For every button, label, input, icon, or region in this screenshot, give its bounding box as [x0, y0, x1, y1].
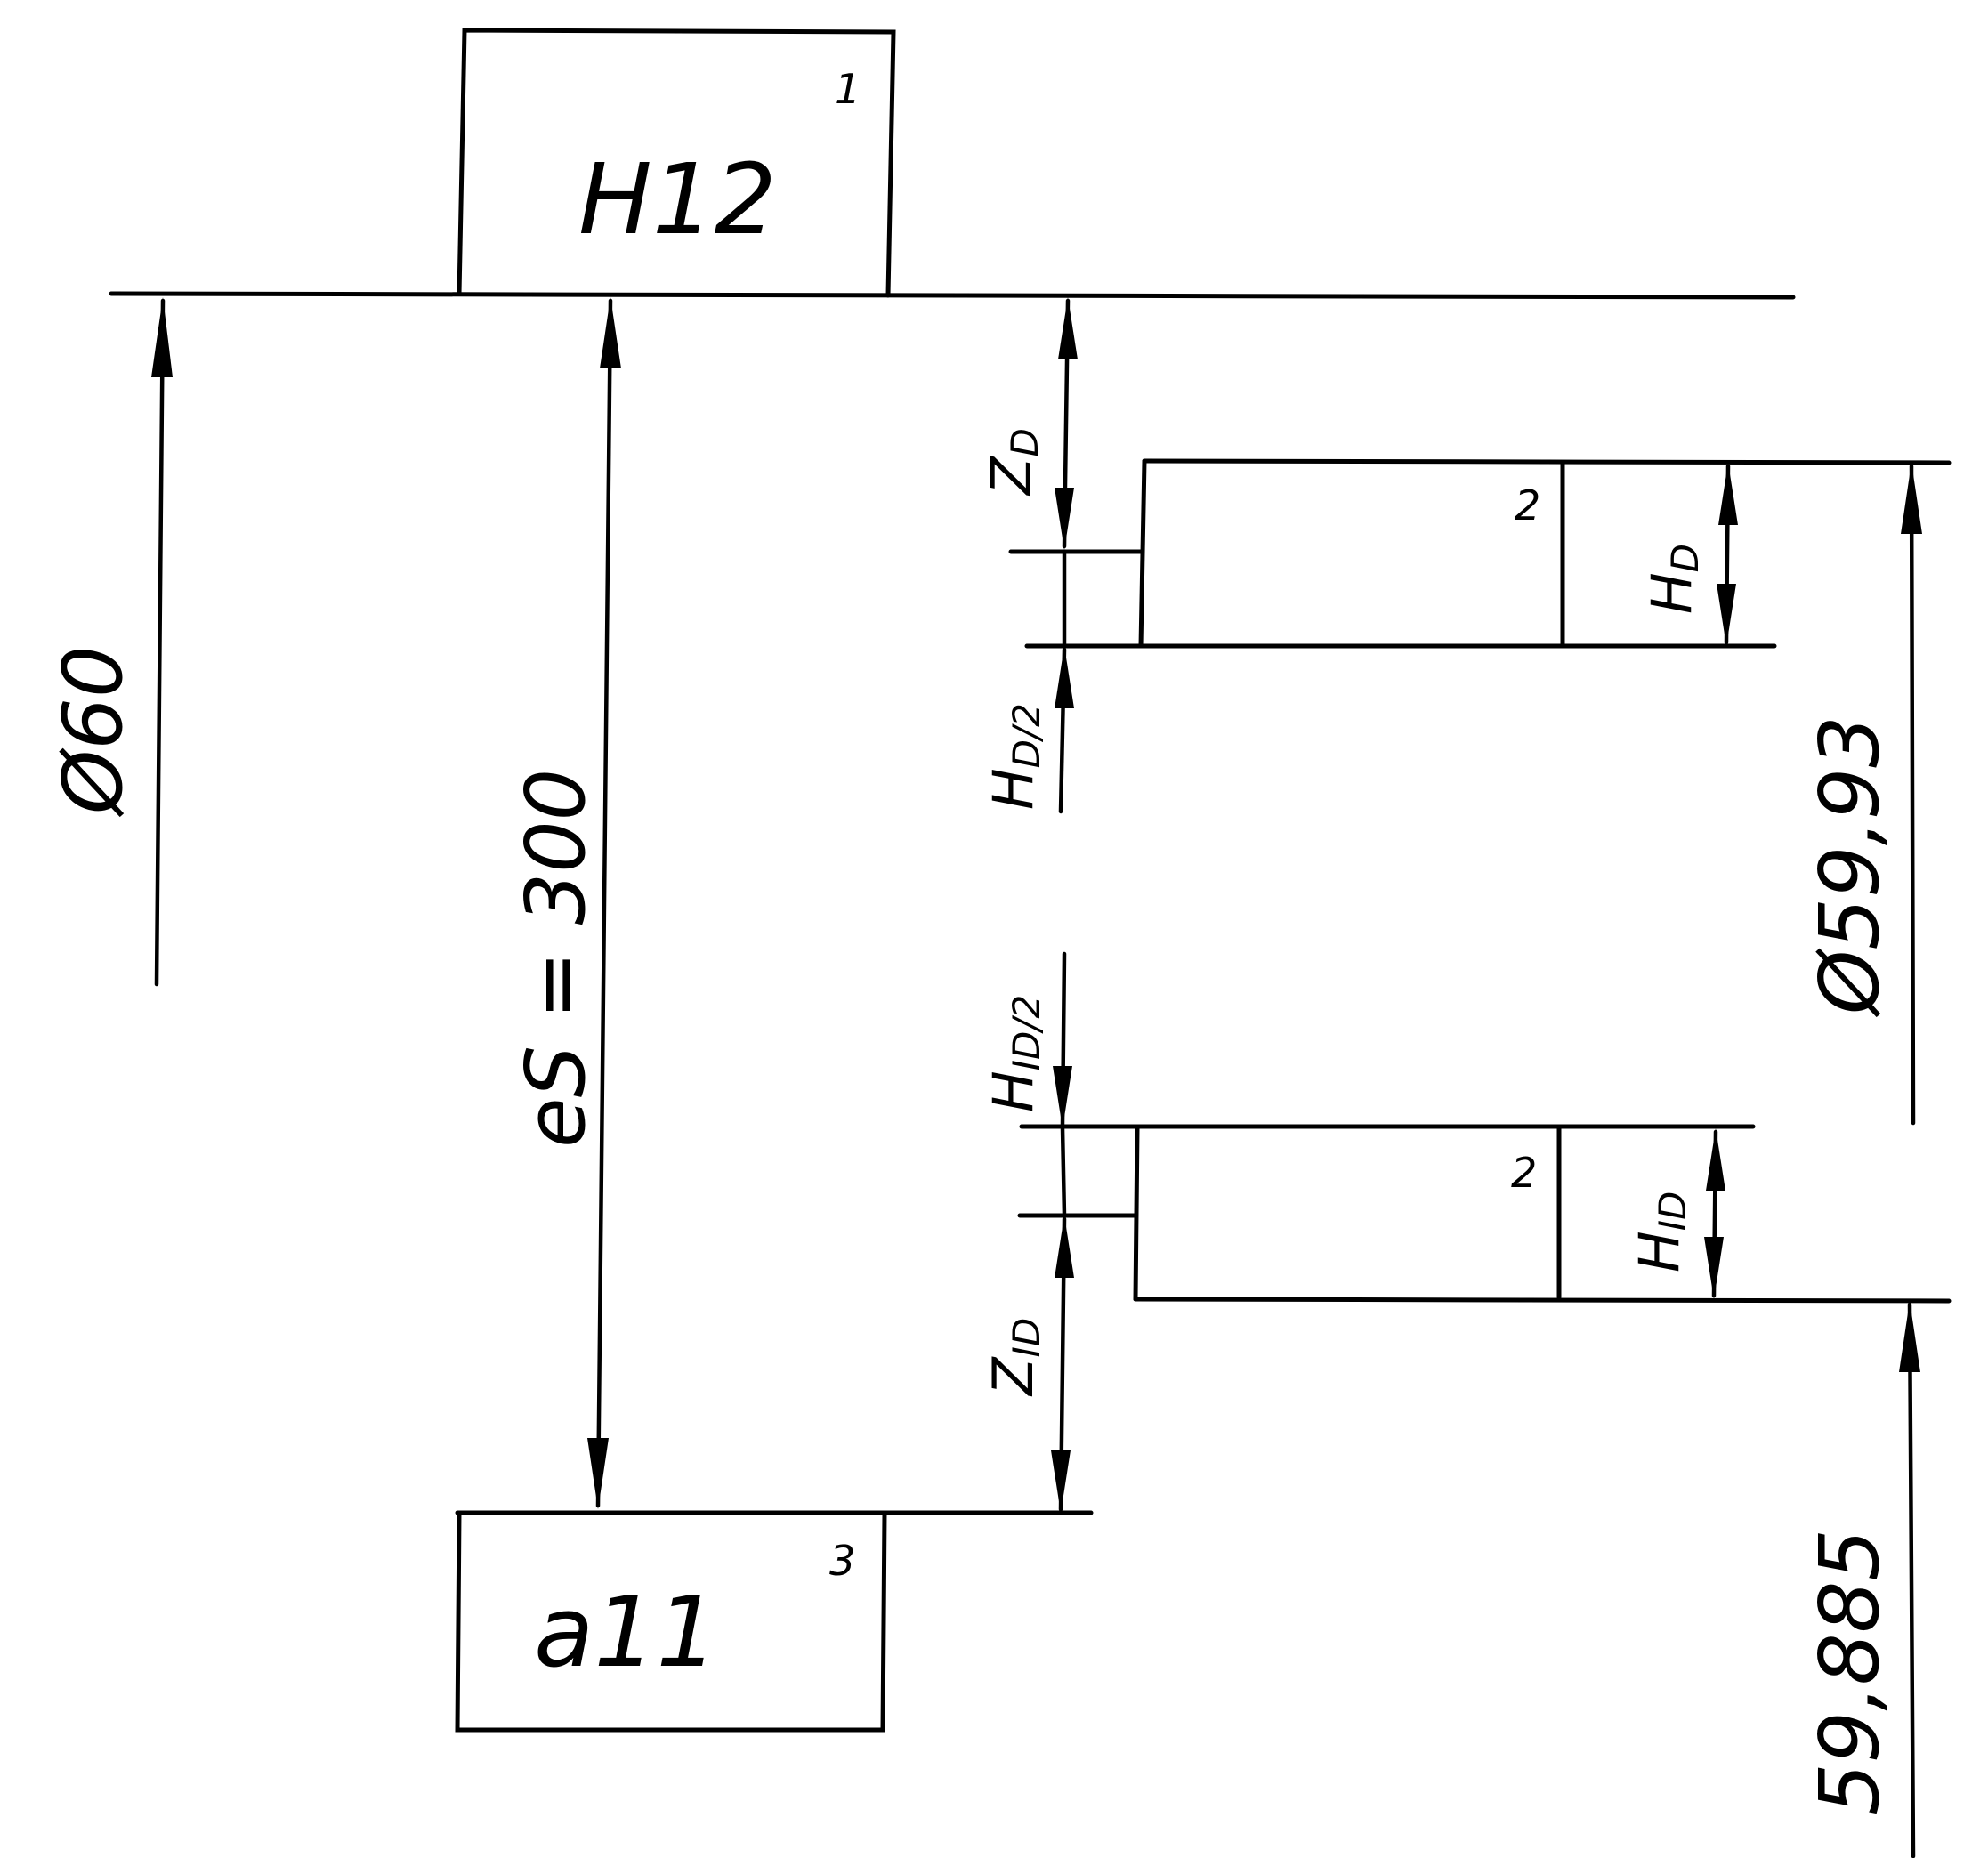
- h-d-half-label: HD/2: [981, 703, 1048, 810]
- hole-tolerance-zone: H12 1: [457, 28, 896, 298]
- wear-zone-upper: 2 HD: [1008, 458, 1952, 649]
- wear-zone-lower: 2 HID: [1017, 1124, 1952, 1304]
- shaft-zone-label: a11: [534, 1575, 718, 1689]
- zero-line: [109, 291, 1796, 300]
- h-d-half-dimension: HD/2: [981, 549, 1074, 814]
- nominal-dimension-label: Ø60: [45, 646, 141, 818]
- z-d-label: ZD: [979, 428, 1047, 497]
- max-size-label: Ø59,93: [1802, 715, 1897, 1018]
- shaft-tolerance-zone: a11 3: [455, 1510, 1094, 1733]
- hole-zone-label: H12: [578, 142, 777, 256]
- wear-zone-lower-index: 2: [1511, 1149, 1537, 1197]
- h-id-half-label: HID/2: [981, 995, 1048, 1112]
- z-d-dimension: ZD: [979, 297, 1078, 550]
- min-size-dimension: 59,885: [1802, 1301, 1920, 1858]
- hole-zone-index: 1: [835, 65, 861, 113]
- max-size-dimension: Ø59,93: [1802, 463, 1922, 1126]
- h-id-half-dimension: HID/2: [981, 951, 1072, 1128]
- min-size-label: 59,885: [1802, 1529, 1897, 1815]
- es-dimension-label: eS = 300: [508, 769, 603, 1148]
- es-dimension: eS = 300: [508, 297, 621, 1509]
- shaft-zone-index: 3: [829, 1537, 855, 1585]
- z-id-dimension: ZID: [981, 1126, 1074, 1513]
- nominal-dimension: Ø60: [45, 297, 173, 987]
- h-d-label: HD: [1639, 544, 1707, 614]
- h-id-label: HID: [1627, 1192, 1694, 1272]
- wear-zone-upper-index: 2: [1515, 481, 1540, 529]
- z-id-label: ZID: [981, 1318, 1048, 1397]
